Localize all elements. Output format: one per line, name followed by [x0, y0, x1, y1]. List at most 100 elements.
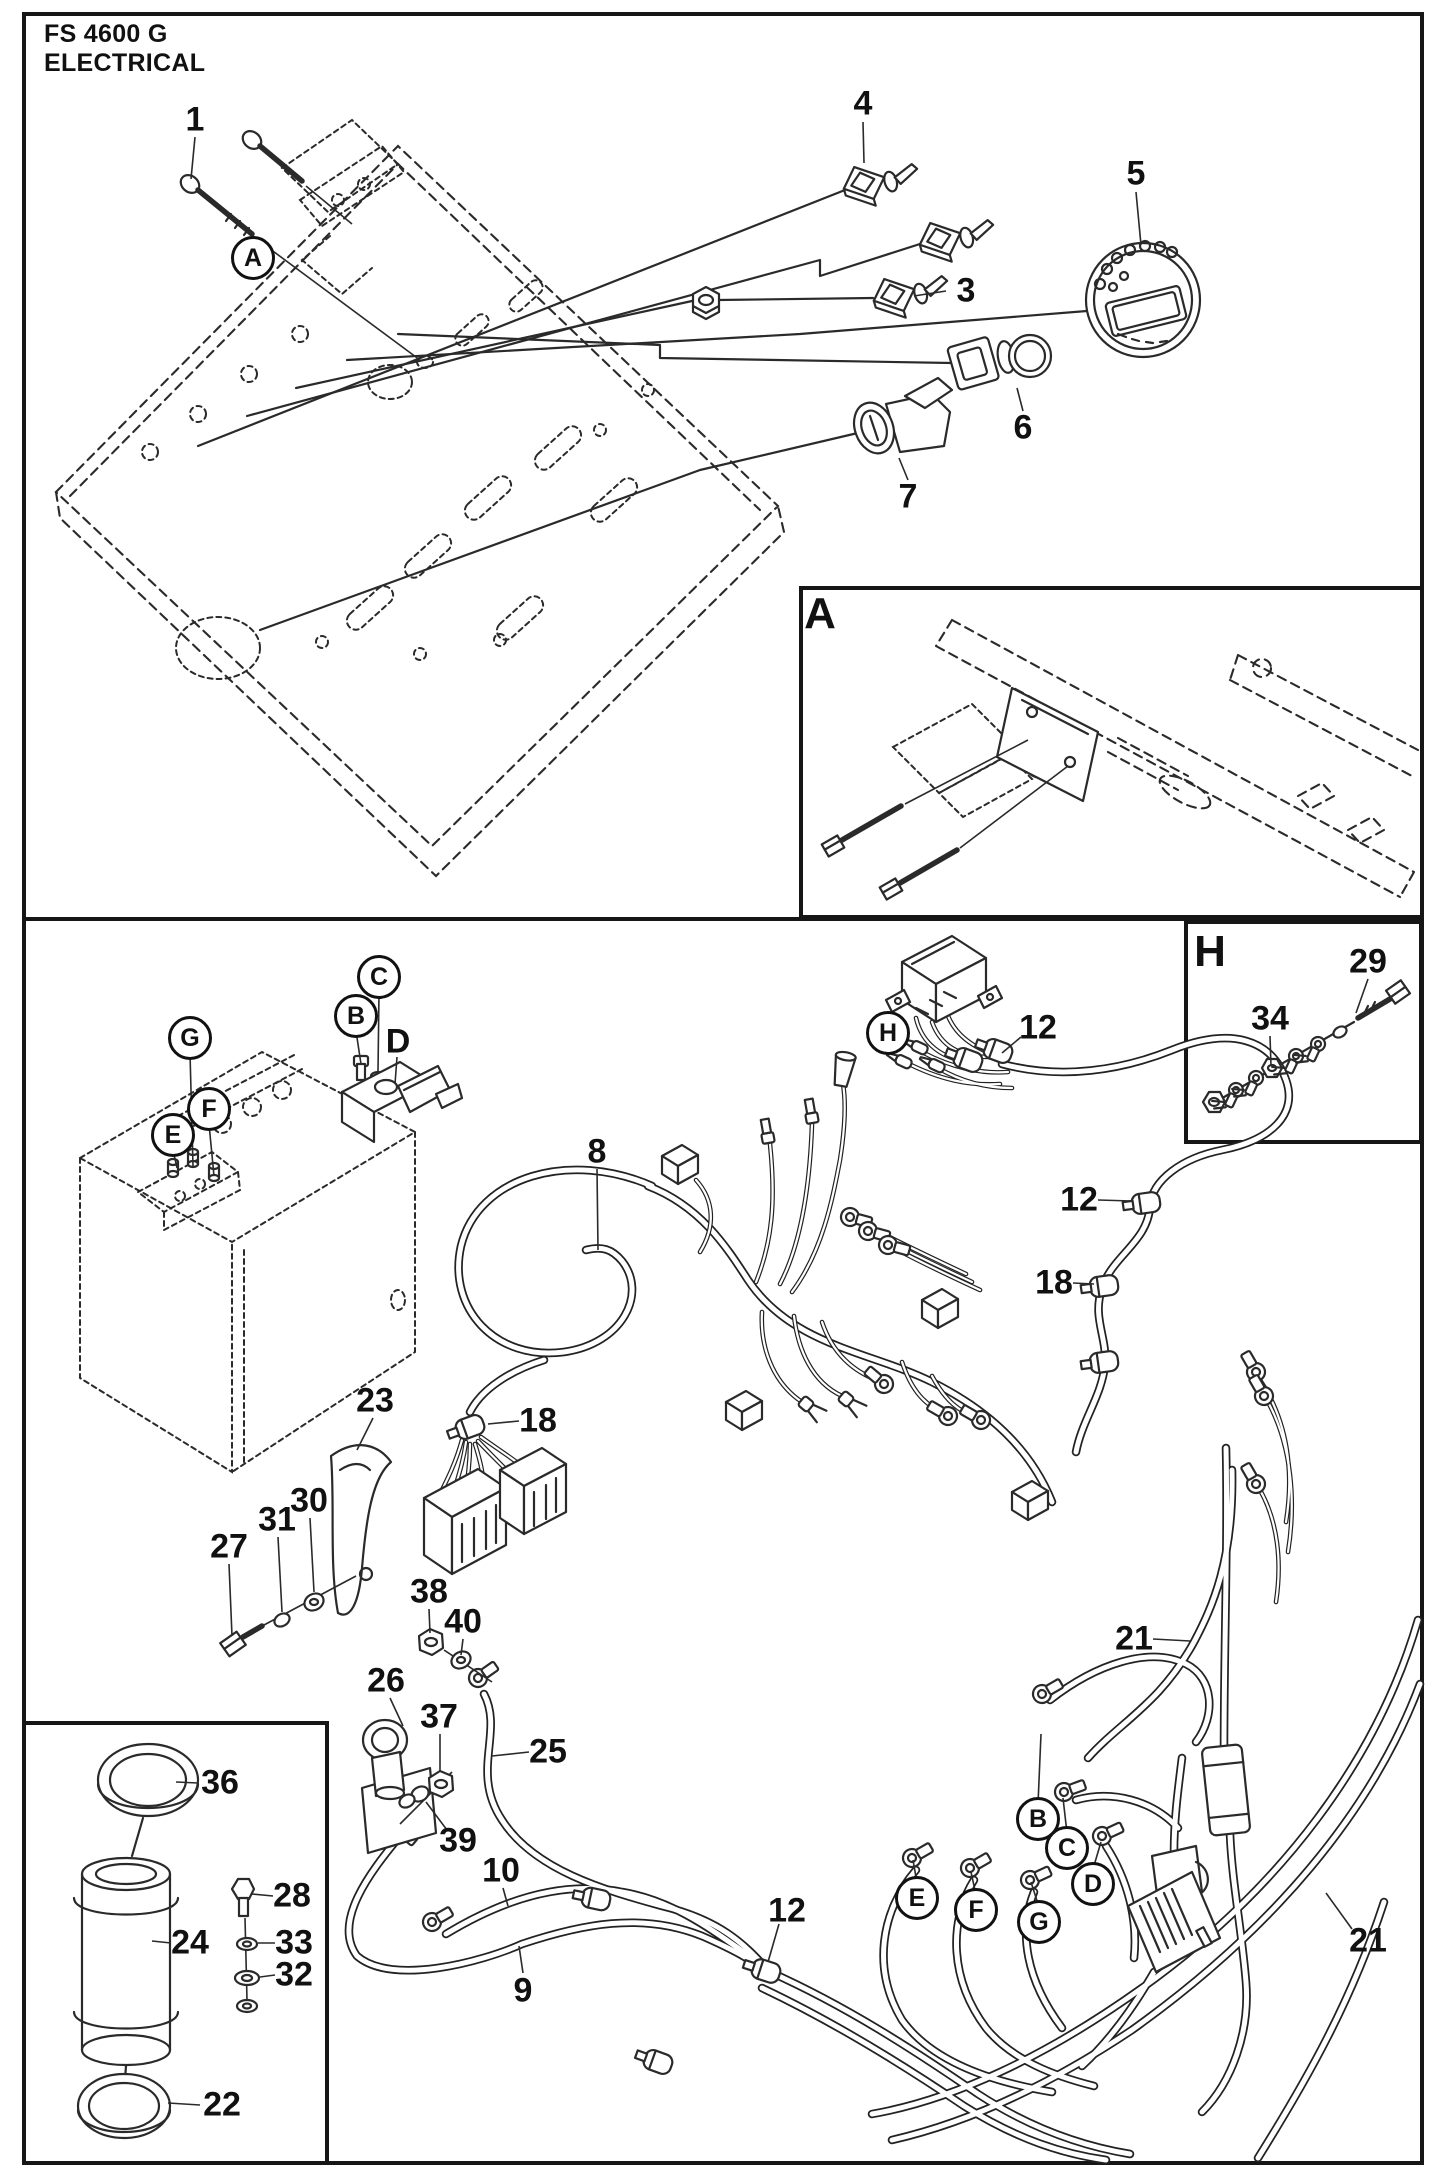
callout-23: 23 — [356, 1381, 394, 1420]
battery-terminal-assembly — [340, 1054, 464, 1144]
callout-G: G — [168, 1016, 212, 1060]
connector-plug — [660, 1143, 700, 1186]
inset-box-bottom-left — [22, 1721, 329, 2165]
callout-9: 9 — [513, 1971, 533, 2010]
callout-4: 4 — [853, 84, 873, 123]
panel-nut — [691, 285, 721, 321]
callout-D: D — [385, 1022, 411, 1061]
screw-1 — [179, 130, 434, 369]
inset-box-h — [1184, 920, 1423, 1144]
outer-border — [22, 12, 1424, 2165]
inset-label-H: H — [1194, 927, 1226, 976]
callout-F: F — [187, 1087, 231, 1131]
ring-terminal — [875, 1232, 913, 1261]
callout-18: 18 — [1035, 1263, 1073, 1302]
cable-clamp — [631, 2043, 676, 2078]
regulator-module — [884, 934, 1004, 1024]
toggle-switch-4 — [837, 149, 925, 214]
cable-clamp — [1078, 1349, 1121, 1377]
callout-39: 39 — [439, 1821, 477, 1860]
callout-12: 12 — [1019, 1008, 1057, 1047]
callout-3: 3 — [956, 271, 976, 310]
inline-fuse — [1201, 1743, 1251, 1837]
cable-lug-d — [1088, 1817, 1127, 1850]
cable-clamp-18 — [1078, 1273, 1121, 1301]
callout-25: 25 — [529, 1732, 567, 1771]
callout-6: 6 — [1013, 408, 1033, 447]
wiring-harness — [349, 1016, 1420, 2160]
callout-E: E — [151, 1113, 195, 1157]
battery — [77, 1050, 464, 1474]
callout-C: C — [357, 955, 401, 999]
toggle-switch-3 — [867, 261, 955, 326]
spade-terminal — [801, 1097, 820, 1126]
nut-38-washer-40 — [417, 1627, 493, 1683]
callout-H: H — [866, 1011, 910, 1055]
callout-30: 30 — [290, 1481, 328, 1520]
cable-clamp-18 — [443, 1411, 488, 1446]
callout-18: 18 — [519, 1401, 557, 1440]
connector-plug — [1010, 1479, 1050, 1522]
callout-22: 22 — [203, 2085, 241, 2124]
callout-C: C — [1045, 1826, 1089, 1870]
inset-box-a — [799, 586, 1424, 919]
callout-34: 34 — [1251, 999, 1289, 1038]
callout-F: F — [954, 1888, 998, 1932]
cable-lug-25 — [464, 1656, 503, 1692]
callout-32: 32 — [275, 1955, 313, 1994]
bracket-23 — [329, 1444, 393, 1616]
callout-E: E — [895, 1876, 939, 1920]
spade-terminal — [757, 1117, 776, 1146]
callout-5: 5 — [1126, 154, 1146, 193]
leader-lines — [151, 121, 1369, 2106]
callout-40: 40 — [444, 1602, 482, 1641]
callout-10: 10 — [482, 1851, 520, 1890]
inset-bottom-left-detail — [72, 1742, 261, 2140]
inset-a-detail — [820, 618, 1420, 901]
callout-1: 1 — [185, 100, 205, 139]
callout-7: 7 — [898, 477, 918, 516]
callout-31: 31 — [258, 1500, 296, 1539]
cable-lug-f — [956, 1848, 995, 1882]
console-panel — [54, 144, 786, 878]
inset-label-A: A — [804, 589, 836, 638]
callout-D: D — [1071, 1862, 1115, 1906]
callout-24: 24 — [171, 1923, 209, 1962]
callout-12: 12 — [768, 1891, 806, 1930]
cable-clamp-12 — [1120, 1190, 1163, 1218]
callout-A: A — [231, 236, 275, 280]
section-name: ELECTRICAL — [44, 49, 206, 77]
callout-37: 37 — [420, 1697, 458, 1736]
hour-meter-gauge-5 — [1084, 239, 1202, 359]
diagram-title: FS 4600 G ELECTRICAL — [44, 20, 205, 78]
callout-26: 26 — [367, 1661, 405, 1700]
push-button-6 — [946, 333, 1053, 391]
callout-33: 33 — [275, 1923, 313, 1962]
relay-socket-blocks — [422, 1446, 568, 1576]
ring-terminal — [923, 1396, 962, 1430]
boot-26-nut-37-washers-39 — [360, 1718, 455, 1855]
callout-27: 27 — [210, 1527, 248, 1566]
callout-8: 8 — [587, 1132, 607, 1171]
fork-terminal — [795, 1392, 828, 1424]
callout-G: G — [1017, 1900, 1061, 1944]
callout-28: 28 — [273, 1876, 311, 1915]
boot-terminal — [833, 1050, 857, 1088]
ring-terminal — [1236, 1459, 1270, 1498]
toggle-switch-mid — [913, 205, 1001, 270]
callout-21: 21 — [1349, 1921, 1387, 1960]
assembly-lines — [196, 188, 1089, 632]
relay-assembly — [280, 118, 406, 296]
callout-B: B — [334, 994, 378, 1038]
cable-lug-g — [1016, 1861, 1055, 1894]
ignition-switch-7 — [852, 376, 954, 455]
callout-38: 38 — [410, 1572, 448, 1611]
callout-21: 21 — [1115, 1619, 1153, 1658]
callout-36: 36 — [201, 1763, 239, 1802]
connector-plug — [724, 1389, 764, 1432]
callout-12: 12 — [1060, 1180, 1098, 1219]
connector-plug — [920, 1287, 960, 1330]
callout-29: 29 — [1349, 942, 1387, 981]
